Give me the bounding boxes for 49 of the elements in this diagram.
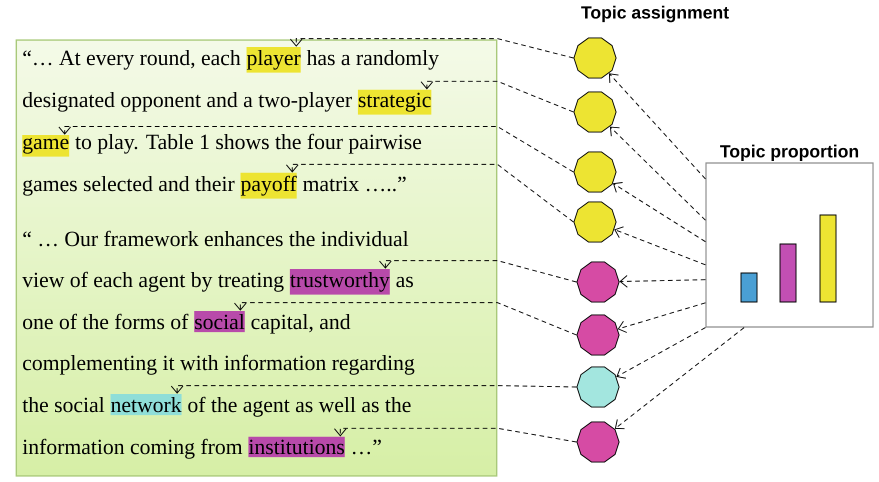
dashed-arrow [379, 260, 577, 282]
dashed-arrow [608, 73, 706, 180]
node-label: Topic proportion [720, 144, 858, 161]
highlighted-word: social [194, 311, 245, 332]
body-text: games selected and their [23, 176, 235, 196]
body-text: one of the forms of [23, 314, 188, 330]
dashed-arrow [610, 126, 706, 221]
topic-marker [573, 201, 617, 243]
dashed-arrow [614, 226, 706, 266]
dashed-arrow [290, 38, 574, 58]
body-text: “… At every round, each [23, 50, 240, 70]
topic-marker [576, 261, 620, 303]
dashed-arrow [420, 80, 574, 112]
body-text: information coming from [22, 438, 242, 459]
body-text: complementing it with information regarding [23, 354, 414, 375]
body-text: to play. Table 1 shows the four pairwise [75, 134, 422, 154]
body-text: capital, and [251, 314, 350, 334]
topic-marker [573, 151, 617, 193]
dashed-arrow [286, 164, 574, 222]
highlighted-word: game [22, 134, 70, 157]
dashed-arrow [616, 327, 706, 379]
topic-marker [573, 37, 617, 79]
body-text: of the agent as well as the [188, 396, 411, 417]
body-text: “ … Our framework enhances the individual [23, 230, 408, 246]
topic-marker [573, 91, 617, 133]
highlighted-word: strategic [358, 90, 432, 115]
dashed-arrow [612, 182, 706, 242]
topic-marker [576, 421, 620, 463]
dashed-arrow [170, 385, 577, 394]
highlighted-word: payoff [240, 172, 297, 199]
text-box [16, 39, 498, 477]
highlighted-word: institutions [248, 436, 345, 458]
highlighted-word: network [110, 394, 182, 416]
dashed-arrow [334, 428, 577, 442]
topic-marker [576, 366, 620, 408]
highlighted-word: player [246, 47, 301, 73]
dashed-arrow [614, 327, 745, 430]
body-text: as [396, 276, 413, 288]
dashed-arrow [58, 126, 574, 172]
topic-marker [576, 314, 620, 356]
body-text: matrix …..” [303, 176, 406, 192]
dashed-arrow [619, 275, 706, 288]
dashed-arrow [234, 302, 577, 336]
body-text: view of each agent by treating [22, 272, 284, 292]
highlighted-word: trustworthy [290, 269, 390, 295]
body-text: designated opponent and a two-player [23, 92, 352, 112]
body-text: has a randomly [306, 50, 439, 70]
dashed-arrow [618, 302, 706, 333]
body-text: …” [352, 440, 381, 454]
